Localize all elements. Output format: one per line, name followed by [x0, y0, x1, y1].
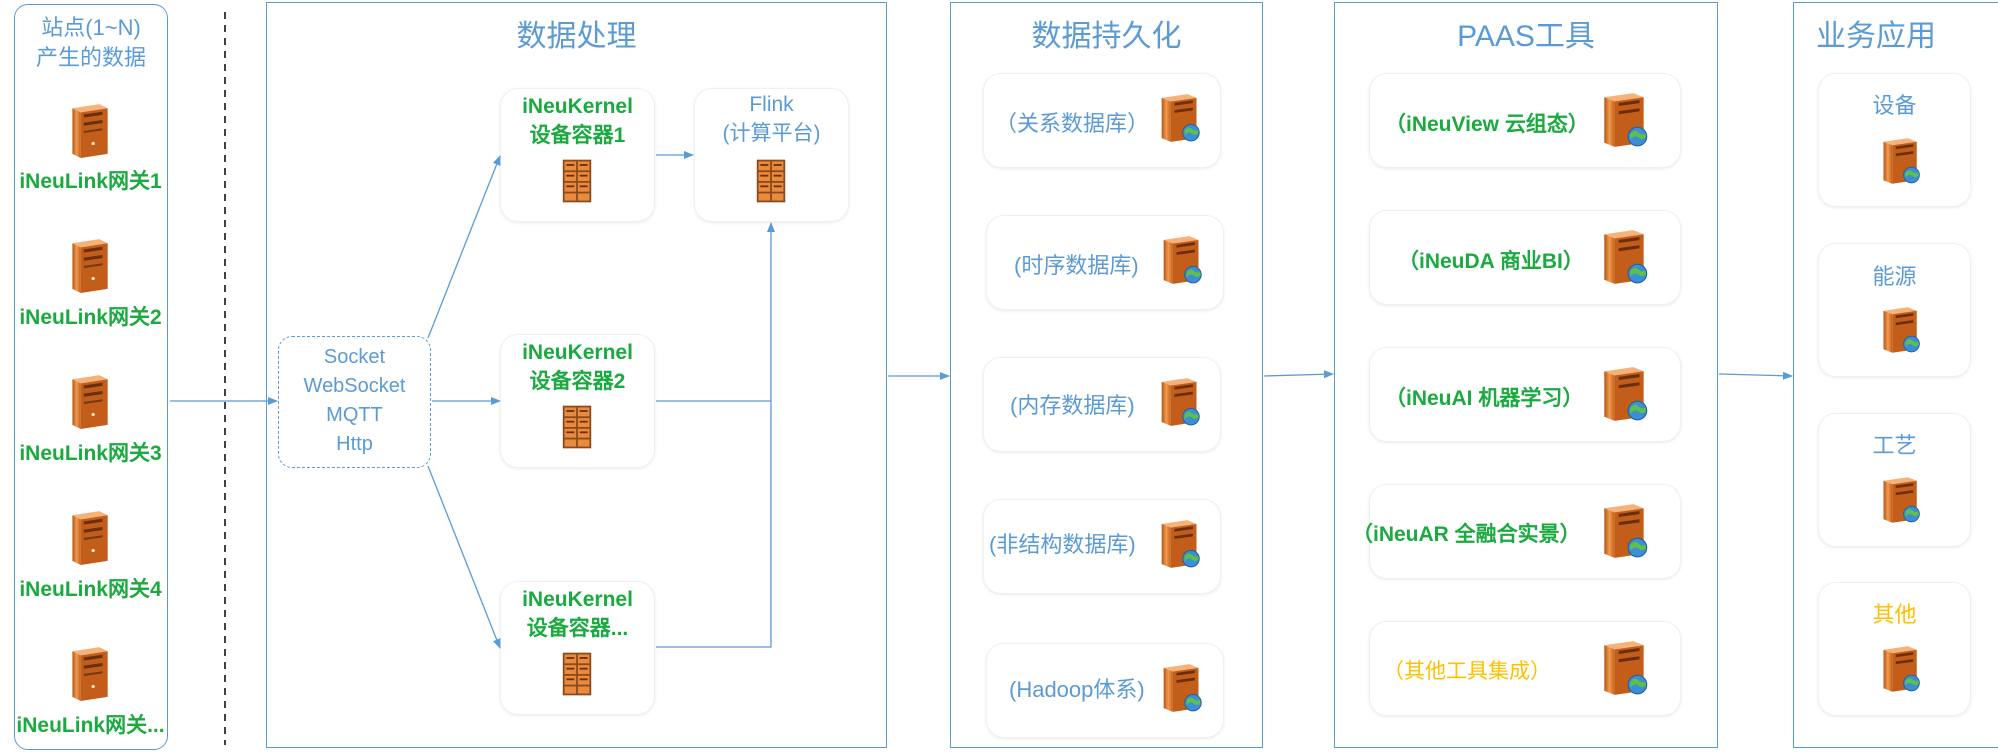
processing-title: 数据处理 — [516, 20, 637, 53]
protocol-item: WebSocket — [303, 375, 406, 397]
protocol-item: MQTT — [326, 404, 383, 426]
database-label: (时序数据库) — [1014, 253, 1139, 278]
paas-title: PAAS工具 — [1457, 20, 1595, 53]
business-title: 业务应用 — [1816, 20, 1936, 53]
gateway-label: iNeuLink网关2 — [19, 306, 162, 329]
business-label: 其他 — [1872, 602, 1917, 627]
business-label: 能源 — [1872, 264, 1917, 289]
flink-label: Flink (计算平台) — [694, 90, 849, 148]
database-label: (Hadoop体系) — [1009, 677, 1145, 702]
container-label-line2: 设备容器1 — [529, 124, 626, 147]
container-label-line2: 设备容器2 — [529, 370, 626, 393]
container-label-line1: iNeuKernel — [522, 588, 633, 611]
tool-label: （iNeuView 云组态） — [1385, 113, 1589, 136]
gateway-label: iNeuLink网关4 — [19, 578, 162, 601]
database-label: (内存数据库) — [1010, 393, 1135, 418]
container-label-line1: iNeuKernel — [522, 341, 633, 364]
business-label: 工艺 — [1872, 433, 1917, 458]
persistence-title: 数据持久化 — [1031, 20, 1182, 53]
container-label: iNeuKernel 设备容器... — [500, 585, 655, 643]
arrow-to-container-3 — [427, 465, 501, 649]
sites-title-line1: 站点(1~N) — [41, 15, 141, 40]
database-label: （关系数据库） — [995, 111, 1150, 136]
flink-label-line1: Flink — [749, 93, 794, 116]
sites-title-line2: 产生的数据 — [35, 45, 146, 70]
sites-title: 站点(1~N) 产生的数据 — [15, 13, 167, 73]
arrow-paas-to-business — [1718, 371, 1793, 380]
arrow-container3-to-flink — [656, 222, 775, 648]
gateway-label: iNeuLink网关1 — [19, 170, 162, 193]
container-label: iNeuKernel 设备容器1 — [500, 92, 655, 150]
container-label-line2: 设备容器... — [526, 617, 629, 640]
protocol-item: Socket — [323, 346, 386, 368]
container-label-line1: iNeuKernel — [522, 95, 633, 118]
tool-label: （iNeuAR 全融合实景） — [1352, 523, 1581, 546]
business-label: 设备 — [1872, 93, 1917, 118]
container-label: iNeuKernel 设备容器2 — [500, 338, 655, 396]
tool-label: （iNeuDA 商业BI） — [1398, 250, 1584, 273]
protocol-item: Http — [336, 433, 373, 455]
gateway-label: iNeuLink网关3 — [19, 442, 162, 465]
database-label: (非结构数据库) — [989, 532, 1136, 557]
flink-label-line2: (计算平台) — [722, 122, 821, 145]
tool-label: （其他工具集成） — [1383, 660, 1551, 683]
gateway-label: iNeuLink网关... — [16, 714, 165, 737]
protocol-box: Socket WebSocket MQTT Http — [278, 336, 431, 468]
business-card — [1818, 73, 1971, 207]
tool-label: （iNeuAI 机器学习） — [1385, 387, 1584, 410]
arrow-persistence-to-paas — [1263, 370, 1334, 379]
arrow-to-container-1 — [427, 155, 501, 339]
